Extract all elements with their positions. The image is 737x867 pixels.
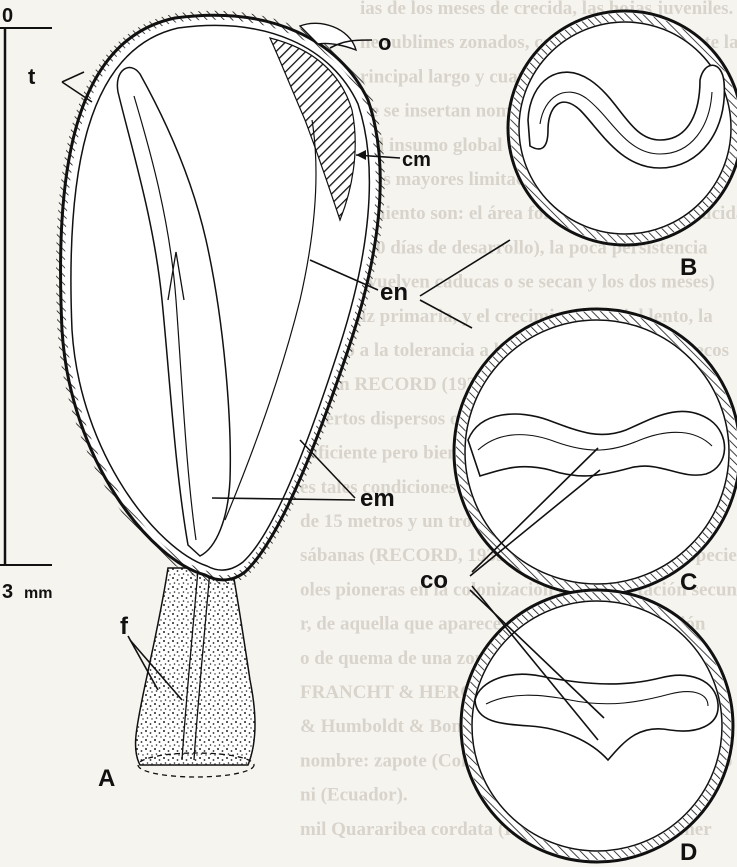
- label-en: en: [380, 279, 408, 306]
- background-text-line: oles pioneras en la colonización de la v…: [300, 579, 737, 600]
- label-t: t: [28, 64, 36, 89]
- label-f: f: [120, 613, 129, 640]
- label-figure-d: D: [680, 839, 697, 866]
- background-text-line: ias de los meses de crecida, las hojas j…: [360, 0, 733, 19]
- label-cm: cm: [402, 149, 431, 171]
- label-o: o: [378, 30, 391, 55]
- label-em: em: [360, 485, 395, 512]
- scale-unit-label: mm: [24, 585, 52, 602]
- label-figure-c: C: [680, 569, 697, 596]
- figure-d-cross-section: [461, 590, 733, 862]
- label-figure-b: B: [680, 254, 697, 281]
- scale-bottom-label: 3: [2, 581, 13, 603]
- label-figure-a: A: [98, 765, 115, 792]
- figure-b-cross-section: [508, 11, 737, 245]
- figure-c-cross-section: [454, 309, 737, 595]
- background-text-line: ni (Ecuador).: [300, 785, 408, 806]
- scale-top-label: 0: [2, 5, 13, 27]
- label-co: co: [420, 567, 448, 594]
- scale-bar: 0 3 mm: [0, 5, 52, 603]
